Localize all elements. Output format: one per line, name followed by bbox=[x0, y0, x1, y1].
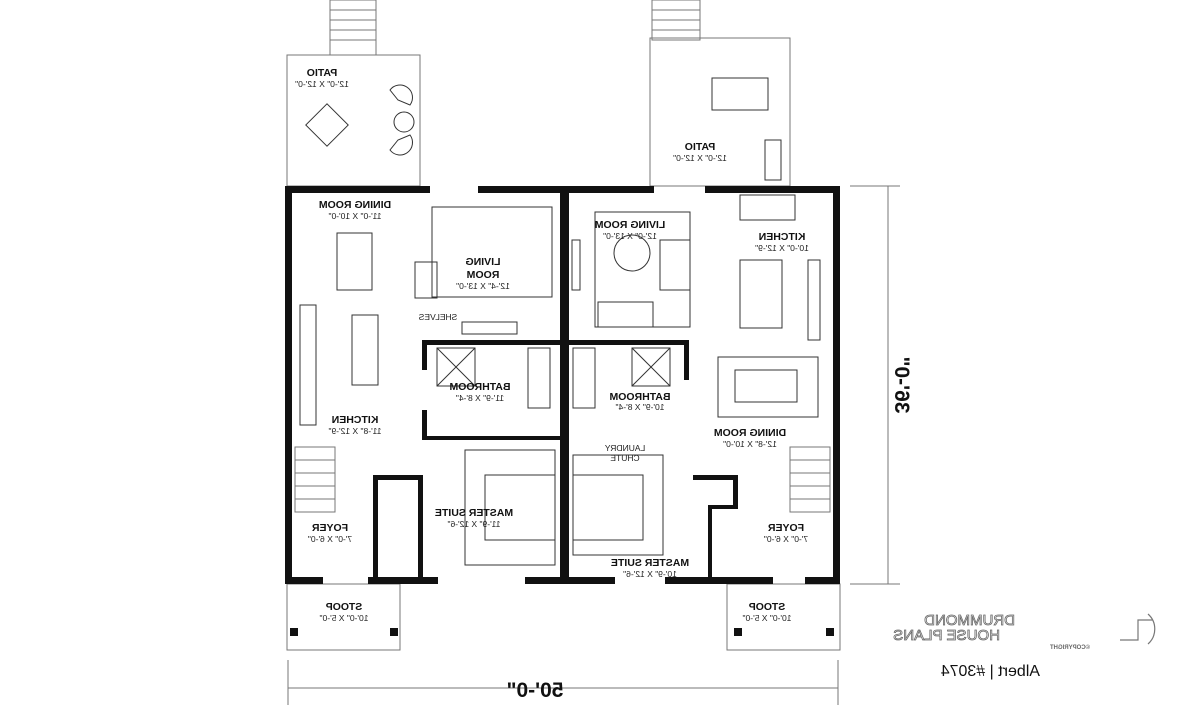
kitchen-left-size: 11'-8" X 12'-9" bbox=[328, 426, 381, 436]
room-labels: PATIO 12'-0" X 12'-0" PATIO 12'-0" X 12'… bbox=[295, 67, 809, 623]
depth-dimension: 36'-0" bbox=[890, 357, 913, 414]
stoop-right bbox=[726, 583, 841, 651]
interior-stairs bbox=[294, 446, 831, 513]
stoop-right-size: 10'-0" X 5'-0" bbox=[743, 613, 792, 623]
patio-left-size: 12'-0" X 12'-0" bbox=[295, 79, 349, 89]
bathroom-left-size: 11'-9" X 8'-4" bbox=[456, 393, 504, 403]
foyer-right-size: 7'-0" X 6'-0" bbox=[764, 534, 808, 544]
walls bbox=[285, 186, 840, 584]
stoop-right-name: STOOP bbox=[749, 601, 786, 613]
dining-right-name: DINING ROOM bbox=[714, 427, 787, 439]
living-right-name: LIVING ROOM bbox=[594, 219, 665, 231]
dining-left-size: 11'-0" X 10'-0" bbox=[328, 211, 381, 221]
kitchen-right-size: 10'-0" X 12'-9" bbox=[755, 243, 809, 253]
bathroom-left-name: BATHROOM bbox=[449, 381, 510, 393]
branding-logo: DRUMMOND HOUSE PLANS ©COPYRIGHT Albert |… bbox=[893, 612, 1156, 680]
living-left-name2: ROOM bbox=[466, 269, 499, 281]
living-left-size: 12'-4" X 13'-0" bbox=[456, 281, 510, 291]
plan-name: Albert | #3074 bbox=[941, 663, 1040, 680]
patio-stairs bbox=[329, 0, 701, 56]
master-right-name: MASTER SUITE bbox=[611, 557, 689, 569]
living-left-name1: LIVING bbox=[465, 256, 500, 268]
stoop-left-size: 10'-0" X 5'-0" bbox=[320, 613, 369, 623]
shelves-label: SHELVES bbox=[418, 312, 457, 322]
laundry-line1: LAUNDRY bbox=[604, 443, 645, 453]
brand-line2: HOUSE PLANS bbox=[893, 627, 1000, 644]
kitchen-right-name: KITCHEN bbox=[759, 231, 806, 243]
foyer-left-size: 7'-0" X 6'-0" bbox=[308, 534, 352, 544]
living-right-size: 12'-0" X 13'-0" bbox=[603, 231, 657, 241]
width-dimension: 50'-0" bbox=[507, 679, 564, 702]
kitchen-left-name: KITCHEN bbox=[332, 414, 379, 426]
patio-right-size: 12'-0" X 12'-0" bbox=[673, 153, 727, 163]
master-right-size: 10'-9" X 12'-6" bbox=[623, 569, 677, 579]
dimensions: 50'-0" 36'-0" bbox=[287, 185, 913, 705]
bathroom-right-size: 10'-9" X 8'-4" bbox=[616, 402, 665, 412]
master-left-size: 11'-9" X 12'-6" bbox=[447, 519, 500, 529]
master-left-name: MASTER SUITE bbox=[435, 507, 513, 519]
brand-copyright: ©COPYRIGHT bbox=[1050, 644, 1090, 651]
foyer-right-name: FOYER bbox=[767, 522, 804, 534]
dining-left-name: DINING ROOM bbox=[319, 199, 392, 211]
logo-mark-icon bbox=[1120, 613, 1156, 645]
bathroom-right-name: BATHROOM bbox=[609, 391, 670, 403]
brand-line1: DRUMMOND bbox=[924, 612, 1015, 629]
laundry-line2: CHUTE bbox=[610, 453, 640, 463]
stoop-left bbox=[286, 583, 401, 651]
stoop-left-name: STOOP bbox=[326, 601, 363, 613]
patio-left-name: PATIO bbox=[307, 67, 338, 79]
patio-furniture bbox=[305, 77, 782, 181]
patio-right bbox=[649, 37, 791, 187]
foyer-left-name: FOYER bbox=[311, 522, 348, 534]
patio-right-name: PATIO bbox=[685, 141, 716, 153]
dining-right-size: 12'-8" X 10'-0" bbox=[723, 439, 777, 449]
furniture bbox=[299, 194, 821, 566]
